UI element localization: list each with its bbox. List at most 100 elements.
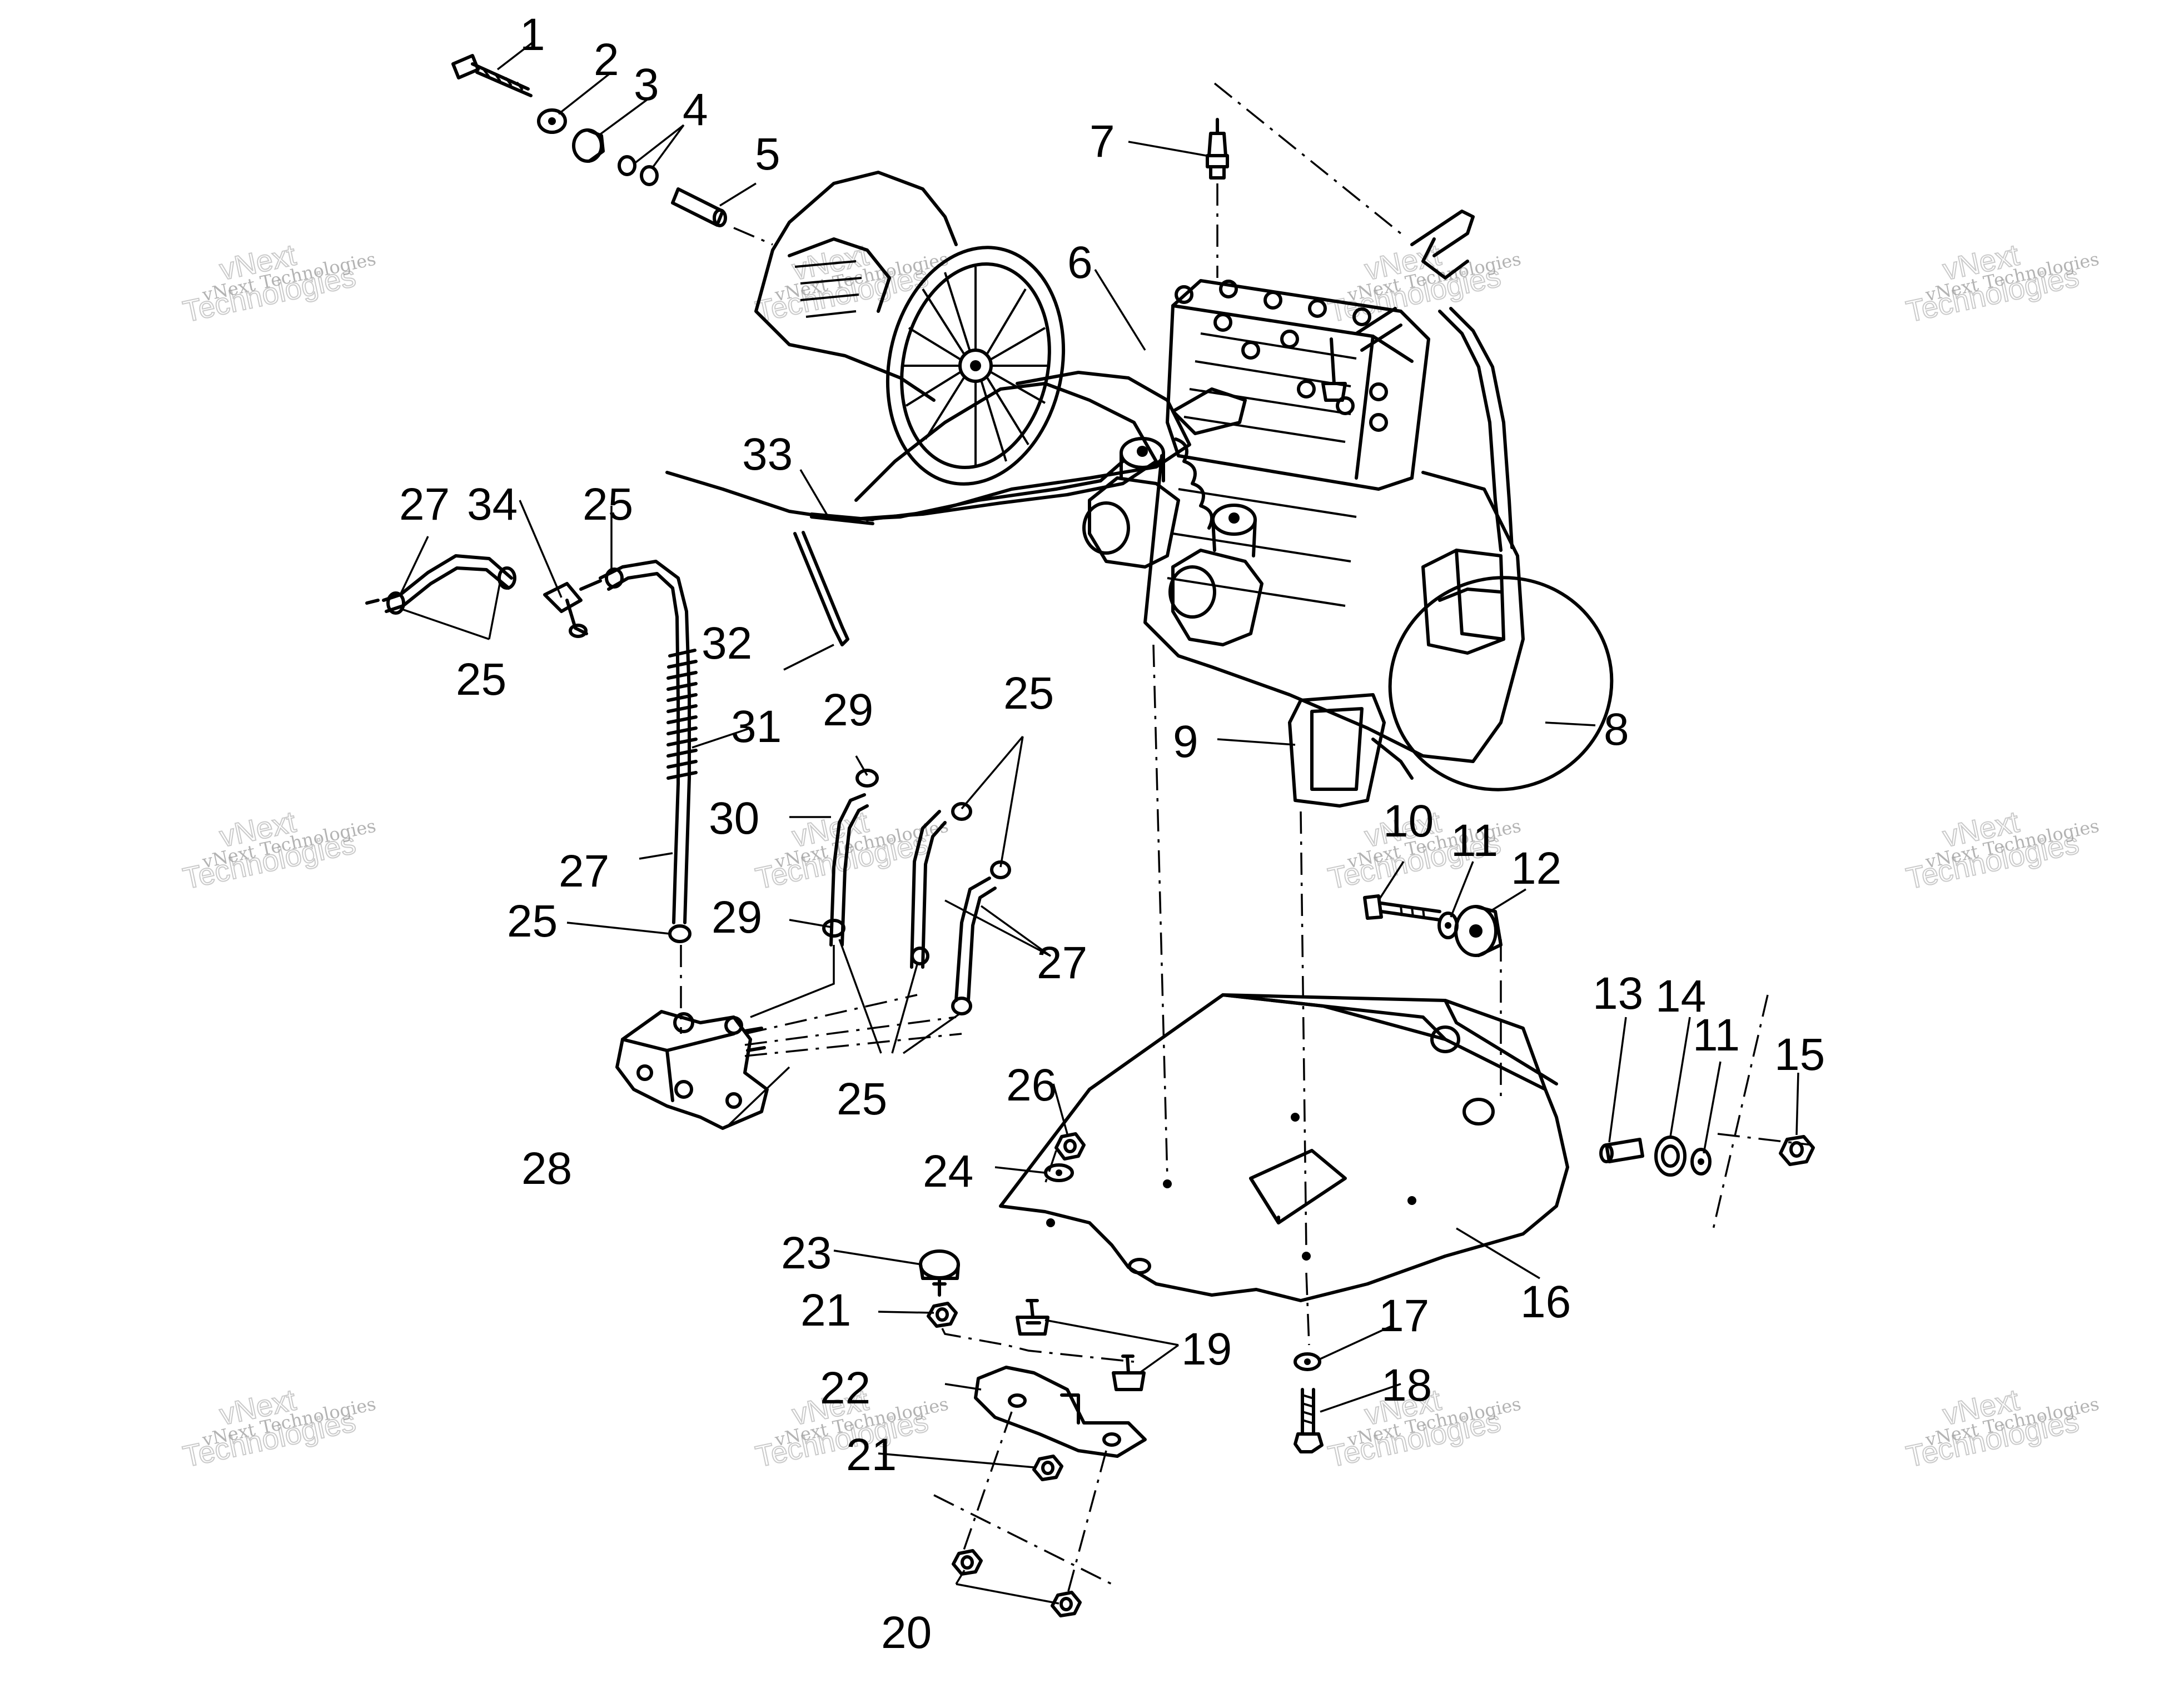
centerline xyxy=(941,1328,1135,1363)
callout-21: 21 xyxy=(800,1285,851,1336)
centerline xyxy=(744,994,962,1057)
drive-clutch-part xyxy=(754,171,1066,486)
engine-part xyxy=(1082,279,1614,808)
callout-31: 31 xyxy=(731,701,782,752)
hex-nut-part xyxy=(1032,1455,1063,1481)
callout-5: 5 xyxy=(755,129,780,180)
hex-nut-part xyxy=(1054,1132,1086,1161)
fuel-tee-fitting-part xyxy=(543,579,602,638)
mount-spacer-part xyxy=(1454,905,1503,957)
fuel-line-part xyxy=(822,769,1011,1015)
callout-26: 26 xyxy=(1006,1060,1057,1111)
centerline xyxy=(1213,82,1402,235)
callout-29: 29 xyxy=(712,892,762,943)
bolt-part xyxy=(451,54,533,97)
callout-25: 25 xyxy=(583,479,633,530)
stud-mount-part xyxy=(1016,1299,1049,1336)
callout-12: 12 xyxy=(1511,843,1561,894)
watermark: vNext Technologies vNext Technologies xyxy=(1903,1383,2101,1475)
washer-part xyxy=(1437,912,1459,939)
centerline xyxy=(1300,811,1307,1251)
bushing-part xyxy=(572,128,605,163)
callout-25: 25 xyxy=(507,896,558,947)
watermark-layer: vNext Technologies vNext Technologies vN… xyxy=(180,238,2101,1475)
callout-27: 27 xyxy=(399,479,450,530)
centerline xyxy=(1152,644,1168,1179)
callout-13: 13 xyxy=(1593,968,1643,1019)
centerline xyxy=(1044,1150,1057,1184)
callout-16: 16 xyxy=(1520,1277,1571,1327)
callout-24: 24 xyxy=(923,1146,973,1197)
hex-nut-part xyxy=(1051,1591,1082,1617)
fuel-line-part xyxy=(599,560,692,943)
callout-25: 25 xyxy=(456,654,506,705)
watermark: vNext Technologies vNext Technologies xyxy=(180,805,377,897)
hex-nut-part xyxy=(952,1549,983,1576)
callout-4: 4 xyxy=(683,84,708,135)
callout-29: 29 xyxy=(823,685,873,735)
callout-3: 3 xyxy=(634,59,659,110)
callout-14: 14 xyxy=(1655,971,1706,1022)
fuel-line-part xyxy=(365,554,516,615)
callout-34: 34 xyxy=(467,479,518,530)
centerline xyxy=(1305,1272,1310,1346)
watermark: vNext Technologies vNext Technologies xyxy=(1903,805,2101,897)
fuel-pump-part xyxy=(615,1010,769,1130)
callout-28: 28 xyxy=(521,1143,572,1194)
callout-8: 8 xyxy=(1604,704,1629,755)
callout-20: 20 xyxy=(881,1607,932,1658)
callout-10: 10 xyxy=(1383,796,1434,846)
mount-bracket-part xyxy=(974,1366,1147,1458)
callout-9: 9 xyxy=(1173,716,1198,767)
plug-wire-part xyxy=(1355,210,1514,552)
callout-11: 11 xyxy=(1693,1010,1740,1060)
callout-25: 25 xyxy=(1003,668,1054,719)
callout-27: 27 xyxy=(559,846,609,897)
spark-plug-part xyxy=(1206,118,1229,180)
mount-sleeve-part xyxy=(1599,1138,1644,1163)
callout-32: 32 xyxy=(702,618,752,669)
callout-23: 23 xyxy=(781,1228,832,1278)
callout-15: 15 xyxy=(1774,1029,1825,1080)
o-ring-part xyxy=(618,155,659,186)
callout-1: 1 xyxy=(520,9,545,60)
sleeve-part xyxy=(671,187,727,227)
leader-lines xyxy=(399,41,1799,1605)
head-bolt-part xyxy=(1175,280,1388,432)
callout-33: 33 xyxy=(742,429,793,480)
callout-11: 11 xyxy=(1451,815,1498,866)
centerline xyxy=(733,227,773,246)
watermark: vNext Technologies vNext Technologies xyxy=(180,1383,377,1475)
cable-tie-part xyxy=(793,531,849,646)
engine-plate-part xyxy=(999,993,1569,1302)
hose-clamp-part xyxy=(386,566,516,615)
mount-damper-part xyxy=(1654,1136,1687,1177)
throttle-cable-part xyxy=(665,371,1191,525)
centerline xyxy=(1717,1133,1813,1146)
callout-6: 6 xyxy=(1067,237,1093,288)
callout-17: 17 xyxy=(1379,1291,1429,1341)
callout-19: 19 xyxy=(1181,1324,1232,1375)
rubber-bumper-part xyxy=(919,1249,960,1297)
washer-part xyxy=(1044,1163,1074,1182)
washer-part xyxy=(1294,1352,1321,1371)
callout-7: 7 xyxy=(1090,116,1115,167)
leader-line xyxy=(750,945,835,1018)
plate-bolt-part xyxy=(1294,1388,1324,1453)
washer-part xyxy=(1690,1148,1712,1176)
centerline xyxy=(933,1494,1112,1585)
centerline xyxy=(1066,1450,1107,1596)
hex-nut-part xyxy=(1779,1135,1815,1166)
stud-mount-part xyxy=(1112,1355,1146,1391)
watermark: vNext Technologies vNext Technologies xyxy=(180,238,377,330)
callout-22: 22 xyxy=(820,1363,870,1413)
mount-bolt-part xyxy=(1363,894,1441,922)
fuel-line-spring-part xyxy=(666,649,698,780)
callout-2: 2 xyxy=(594,34,619,85)
callout-18: 18 xyxy=(1381,1360,1432,1411)
callout-30: 30 xyxy=(709,793,759,844)
hose-clamp-part xyxy=(822,769,1011,1015)
centerline xyxy=(961,1411,1013,1557)
callout-27: 27 xyxy=(1037,938,1087,988)
